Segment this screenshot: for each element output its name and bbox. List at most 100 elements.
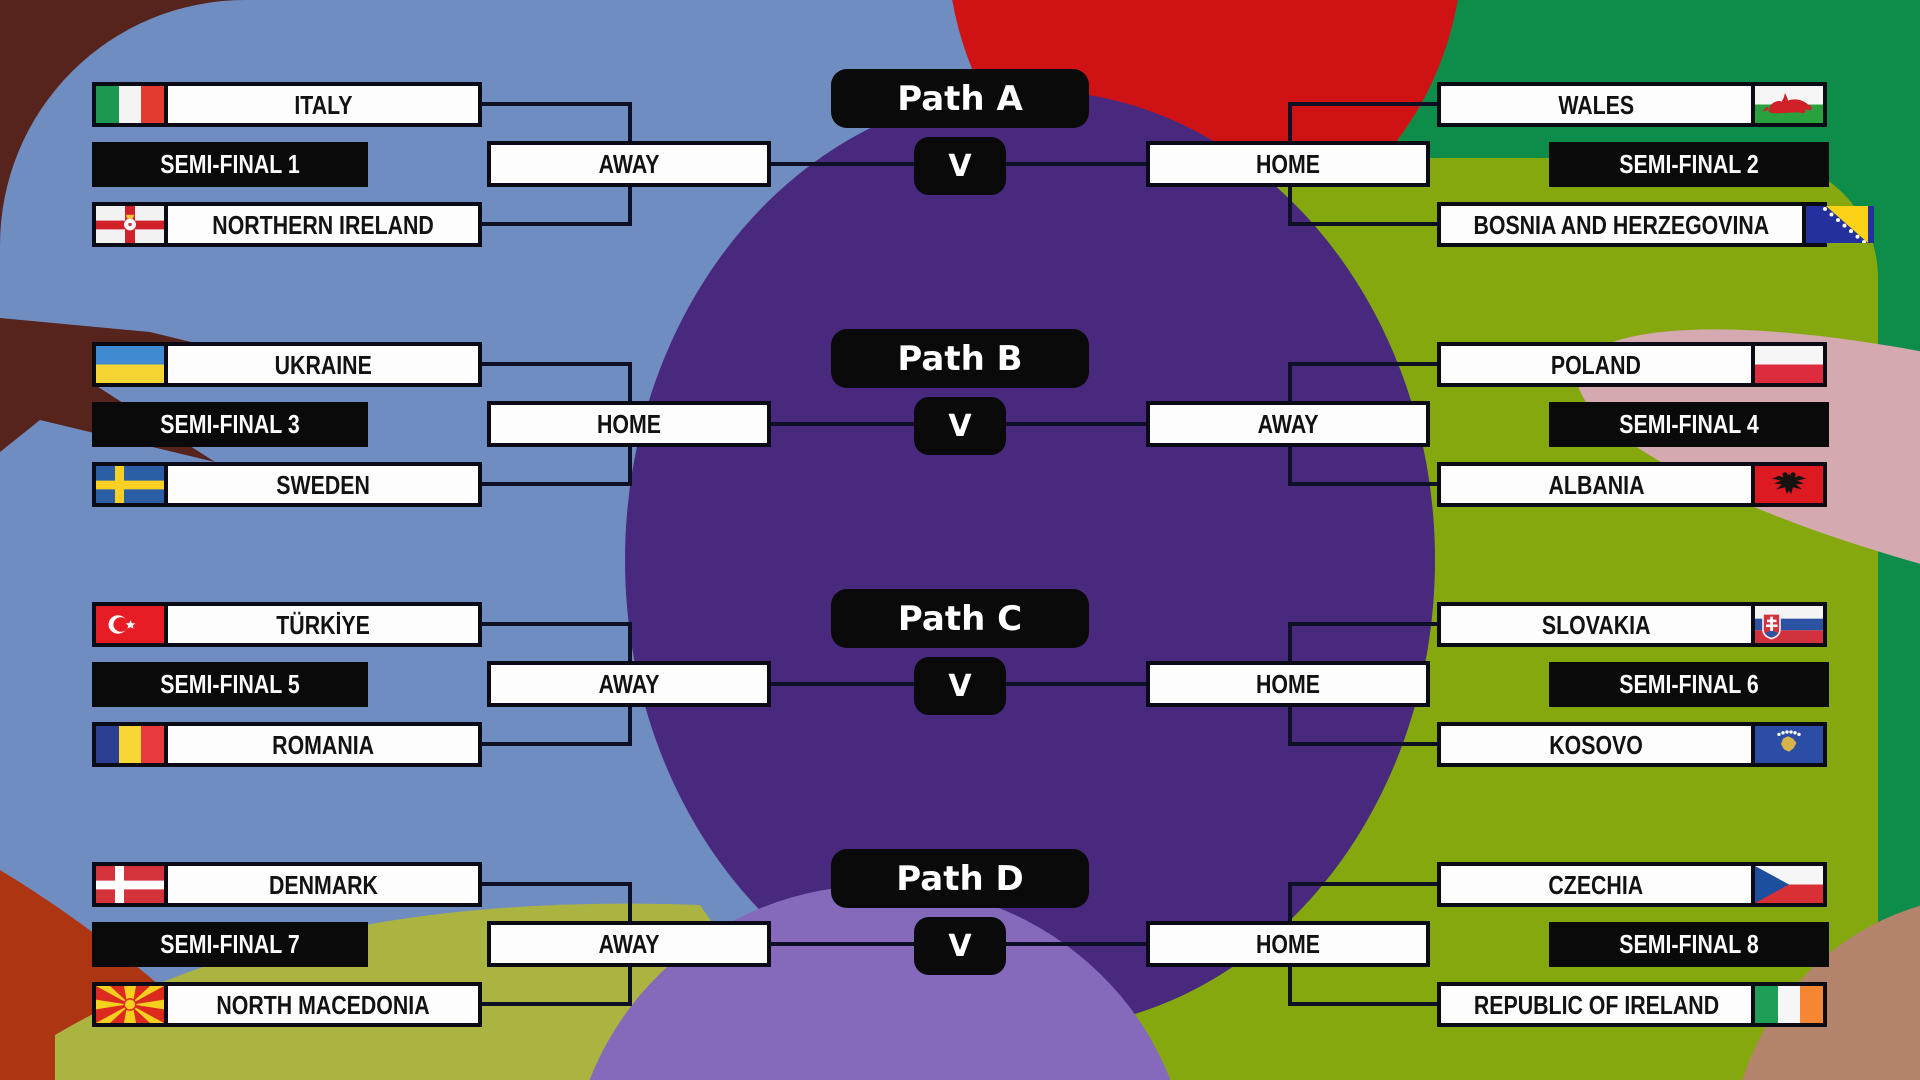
tan-corner-circle [1742,905,1920,1080]
team-box-poland: POLAND [1437,342,1827,387]
connector-path-d-right-top [1288,882,1439,886]
venue-box-left-path-a: AWAY [487,141,771,187]
connector-path-c-left-bottom [480,742,632,746]
team-name-label: DENMARK [268,869,378,900]
team-box-wales: WALES [1437,82,1827,127]
team-box-northern-ireland: NORTHERN IRELAND [92,202,482,247]
kosovo-flag-icon [1751,726,1823,763]
semi-final-label-4: SEMI-FINAL 4 [1549,402,1829,447]
connector-path-b-right-bottom [1288,482,1439,486]
connector-path-d-right-bottom [1288,1002,1439,1006]
team-name-label: ROMANIA [272,729,374,760]
versus-label: V [948,668,972,704]
venue-label: AWAY [598,148,660,179]
team-name: BOSNIA AND HERZEGOVINA [1441,212,1802,238]
semi-final-label-6: SEMI-FINAL 6 [1549,662,1829,707]
venue-label: HOME [1256,928,1320,959]
team-name: ITALY [168,92,478,118]
north-macedonia-flag-icon [96,986,168,1023]
connector-path-d-left-top [480,882,632,886]
team-name-label: ALBANIA [1548,469,1644,500]
team-name-label: NORTHERN IRELAND [212,209,434,240]
team-name: TÜRKİYE [168,612,478,638]
team-name: DENMARK [168,872,478,898]
team-box-bosnia-and-herzegovina: BOSNIA AND HERZEGOVINA [1437,202,1874,247]
path-header-path-c: Path C [831,589,1089,648]
connector-path-c-right-top [1288,622,1439,626]
team-name-label: UKRAINE [274,349,372,380]
connector-path-b-left-bottom [480,482,632,486]
team-box-slovakia: SLOVAKIA [1437,602,1827,647]
romania-flag-icon [96,726,168,763]
team-box-czechia: CZECHIA [1437,862,1827,907]
semi-final-label-1: SEMI-FINAL 1 [92,142,368,187]
poland-flag-icon [1751,346,1823,383]
team-name-label: NORTH MACEDONIA [216,989,430,1020]
semi-final-label-2: SEMI-FINAL 2 [1549,142,1829,187]
venue-box-right-path-b: AWAY [1146,401,1430,447]
team-box-ukraine: UKRAINE [92,342,482,387]
team-name: POLAND [1441,352,1751,378]
team-box-north-macedonia: NORTH MACEDONIA [92,982,482,1027]
connector-path-b-right-top [1288,362,1439,366]
wales-flag-icon [1751,86,1823,123]
maroon-corner-shape [0,0,245,245]
team-name: NORTHERN IRELAND [168,212,478,238]
sweden-flag-icon [96,466,168,503]
versus-label: V [948,148,972,184]
team-name: UKRAINE [168,352,478,378]
semi-final-text: SEMI-FINAL 1 [160,149,300,179]
versus-label: V [948,928,972,964]
team-box-romania: ROMANIA [92,722,482,767]
path-header-path-b: Path B [831,329,1089,388]
team-name-label: ITALY [293,89,353,120]
semi-final-text: SEMI-FINAL 5 [160,669,300,699]
denmark-flag-icon [96,866,168,903]
team-name: SWEDEN [168,472,478,498]
czechia-flag-icon [1751,866,1823,903]
connector-path-a-right-top [1288,102,1439,106]
slovakia-flag-icon [1751,606,1823,643]
venue-label: HOME [1256,148,1320,179]
venue-box-left-path-d: AWAY [487,921,771,967]
team-name-label: KOSOVO [1549,729,1643,760]
connector-path-b-left-top [480,362,632,366]
semi-final-text: SEMI-FINAL 2 [1619,149,1759,179]
team-box-t-rki-ye: TÜRKİYE [92,602,482,647]
team-box-republic-of-ireland: REPUBLIC OF IRELAND [1437,982,1827,1027]
venue-label: AWAY [598,668,660,699]
team-name-label: REPUBLIC OF IRELAND [1473,989,1719,1020]
team-name: CZECHIA [1441,872,1751,898]
team-name: SLOVAKIA [1441,612,1751,638]
versus-label: V [948,408,972,444]
ukraine-flag-icon [96,346,168,383]
team-box-albania: ALBANIA [1437,462,1827,507]
team-name: ROMANIA [168,732,478,758]
team-box-sweden: SWEDEN [92,462,482,507]
path-header-label: Path C [897,598,1023,639]
semi-final-text: SEMI-FINAL 7 [160,929,300,959]
path-header-label: Path D [896,858,1024,899]
venue-label: AWAY [1257,408,1319,439]
connector-path-a-right-bottom [1288,222,1439,226]
connector-path-c-right-bottom [1288,742,1439,746]
team-name-label: TÜRKİYE [276,609,370,640]
team-name-label: SLOVAKIA [1541,609,1651,640]
purple-blob [625,90,1435,1030]
semi-final-text: SEMI-FINAL 8 [1619,929,1759,959]
team-box-italy: ITALY [92,82,482,127]
semi-final-label-5: SEMI-FINAL 5 [92,662,368,707]
connector-path-d-left-bottom [480,1002,632,1006]
venue-label: AWAY [598,928,660,959]
semi-final-label-3: SEMI-FINAL 3 [92,402,368,447]
semi-final-label-7: SEMI-FINAL 7 [92,922,368,967]
versus-badge-path-b: V [914,397,1006,455]
venue-box-left-path-b: HOME [487,401,771,447]
path-header-path-a: Path A [831,69,1089,128]
team-name-label: SWEDEN [276,469,370,500]
team-name: WALES [1441,92,1751,118]
path-header-label: Path A [897,78,1023,119]
semi-final-text: SEMI-FINAL 4 [1619,409,1759,439]
connector-path-a-left-bottom [480,222,632,226]
